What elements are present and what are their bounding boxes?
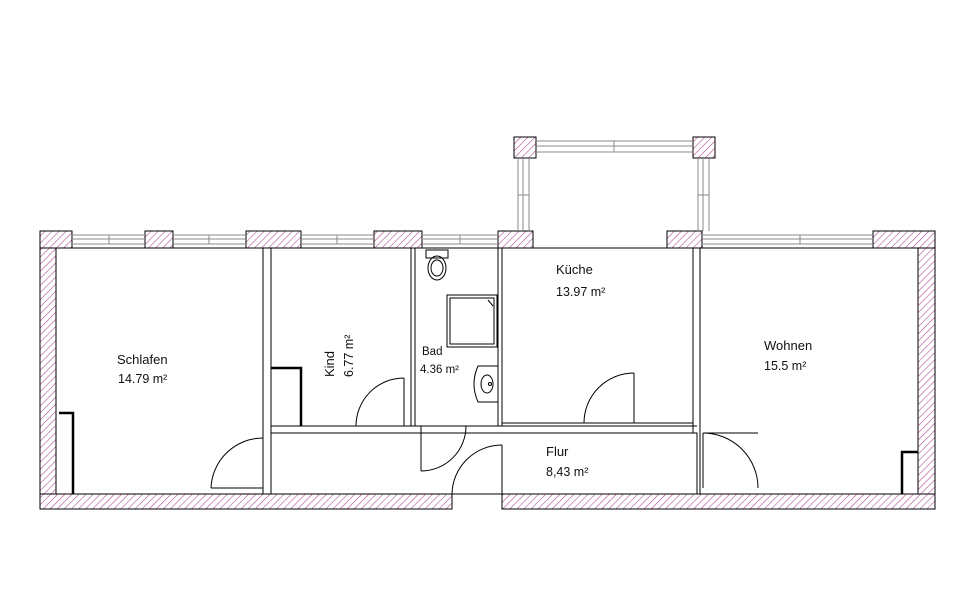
wall-pier <box>245 230 302 249</box>
room-area-bad: 4.36 m² <box>420 364 459 376</box>
wall-pier <box>872 230 936 249</box>
room-name-kueche: Küche <box>556 262 593 277</box>
wall-pier <box>144 230 174 249</box>
room-name-wohnen: Wohnen <box>764 338 812 353</box>
room-name-flur: Flur <box>546 444 569 459</box>
room-outline-flur <box>270 432 698 495</box>
door-wohnen <box>702 432 759 489</box>
room-outline-kind <box>270 247 412 427</box>
door-kueche <box>583 372 635 424</box>
door-entrance <box>451 444 503 509</box>
room-outline-schlafen <box>55 247 264 495</box>
room-area-wohnen: 15.5 m² <box>764 359 806 373</box>
door-schlafen <box>210 437 264 489</box>
room-outline-kueche <box>501 247 694 424</box>
bay-pier <box>513 136 537 159</box>
wall-pier <box>666 230 703 249</box>
wall-south-left <box>39 493 453 510</box>
washbasin <box>473 365 499 403</box>
room-outline-bad <box>414 247 499 427</box>
wardrobe-kind <box>271 366 303 426</box>
window <box>173 234 246 245</box>
room-area-kind: 6.77 m² <box>342 335 356 377</box>
wall-pier <box>39 230 73 249</box>
room-area-schlafen: 14.79 m² <box>118 372 167 386</box>
wardrobe-wohnen <box>900 450 918 494</box>
window <box>702 234 873 245</box>
room-area-flur: 8,43 m² <box>546 465 588 479</box>
wall-pier <box>497 230 534 249</box>
toilet <box>425 249 449 281</box>
walls <box>39 136 936 510</box>
wardrobe-schlafen <box>59 411 75 494</box>
door-bad <box>420 425 467 472</box>
wall-east <box>917 230 936 510</box>
bay-window-top <box>536 140 693 153</box>
room-area-kueche: 13.97 m² <box>556 285 605 299</box>
door-kind <box>355 377 405 427</box>
room-name-kind: Kind <box>322 351 337 377</box>
bay-window-left <box>517 158 530 231</box>
doors <box>210 372 759 509</box>
bay-window-right <box>697 158 710 231</box>
window <box>72 234 145 245</box>
room-name-bad: Bad <box>422 346 442 358</box>
shower <box>446 294 498 348</box>
window <box>301 234 374 245</box>
room-name-schlafen: Schlafen <box>117 352 168 367</box>
fixtures <box>59 249 918 494</box>
wall-pier <box>373 230 423 249</box>
wall-south-right <box>501 493 936 510</box>
room-outline-wohnen <box>699 247 919 495</box>
room-labels: Schlafen 14.79 m² Kind 6.77 m² Bad 4.36 … <box>117 262 812 479</box>
windows <box>72 140 873 245</box>
wall-west <box>39 230 57 510</box>
window <box>422 234 498 245</box>
bay-pier <box>692 136 716 159</box>
